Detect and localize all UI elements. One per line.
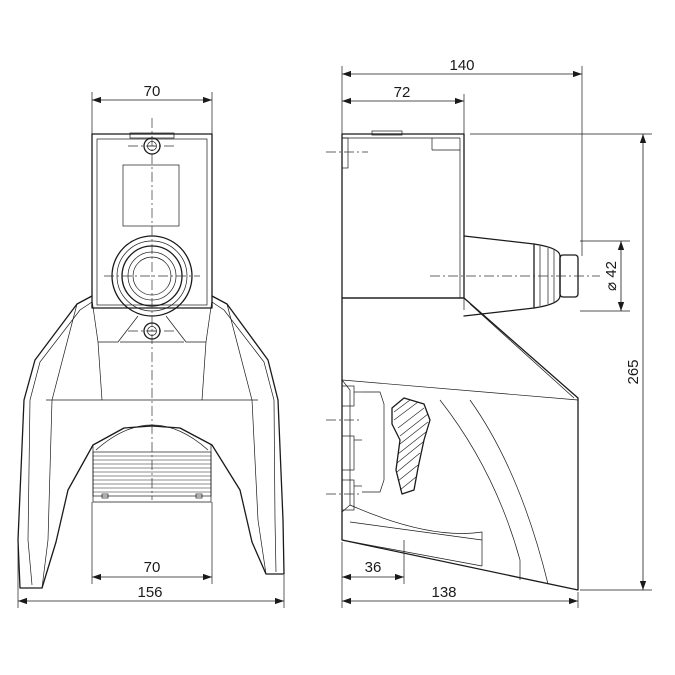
front-view: 70 70 156: [17, 83, 285, 608]
dim-side-72: 72: [342, 84, 465, 134]
dim-label-side-base-depth: 138: [431, 584, 456, 601]
dim-label-side-base-offset: 36: [365, 559, 382, 576]
side-view: 140 72 265 ⌀ 42 36: [326, 57, 652, 608]
dim-label-front-bottom: 70: [144, 559, 161, 576]
side-driver-section: [362, 391, 431, 495]
label-window: [122, 164, 180, 227]
dim-label-side-overall-depth: 140: [449, 57, 474, 74]
front-horn-body: [17, 295, 285, 589]
dim-front-top-70: 70: [91, 83, 213, 134]
dim-side-36: 36: [342, 540, 405, 584]
dim-front-bottom-70: 70: [91, 502, 213, 584]
dim-label-side-height: 265: [625, 359, 642, 384]
dim-label-front-overall: 156: [137, 584, 162, 601]
side-center-lines: [326, 151, 600, 495]
dim-side-265: 265: [470, 133, 652, 591]
dim-side-138: 138: [341, 542, 579, 608]
dim-label-front-top: 70: [144, 83, 161, 100]
side-mounting-bracket: [341, 385, 362, 511]
front-center-lines: [104, 118, 200, 500]
side-housing: [341, 130, 465, 299]
side-horn-body: [341, 297, 579, 591]
dim-side-diameter-42: ⌀ 42: [580, 240, 630, 312]
dim-front-overall-156: 156: [17, 540, 285, 608]
dim-label-side-housing-depth: 72: [394, 84, 411, 101]
dim-side-140: 140: [341, 57, 583, 256]
dim-label-side-diameter: ⌀ 42: [603, 261, 620, 291]
